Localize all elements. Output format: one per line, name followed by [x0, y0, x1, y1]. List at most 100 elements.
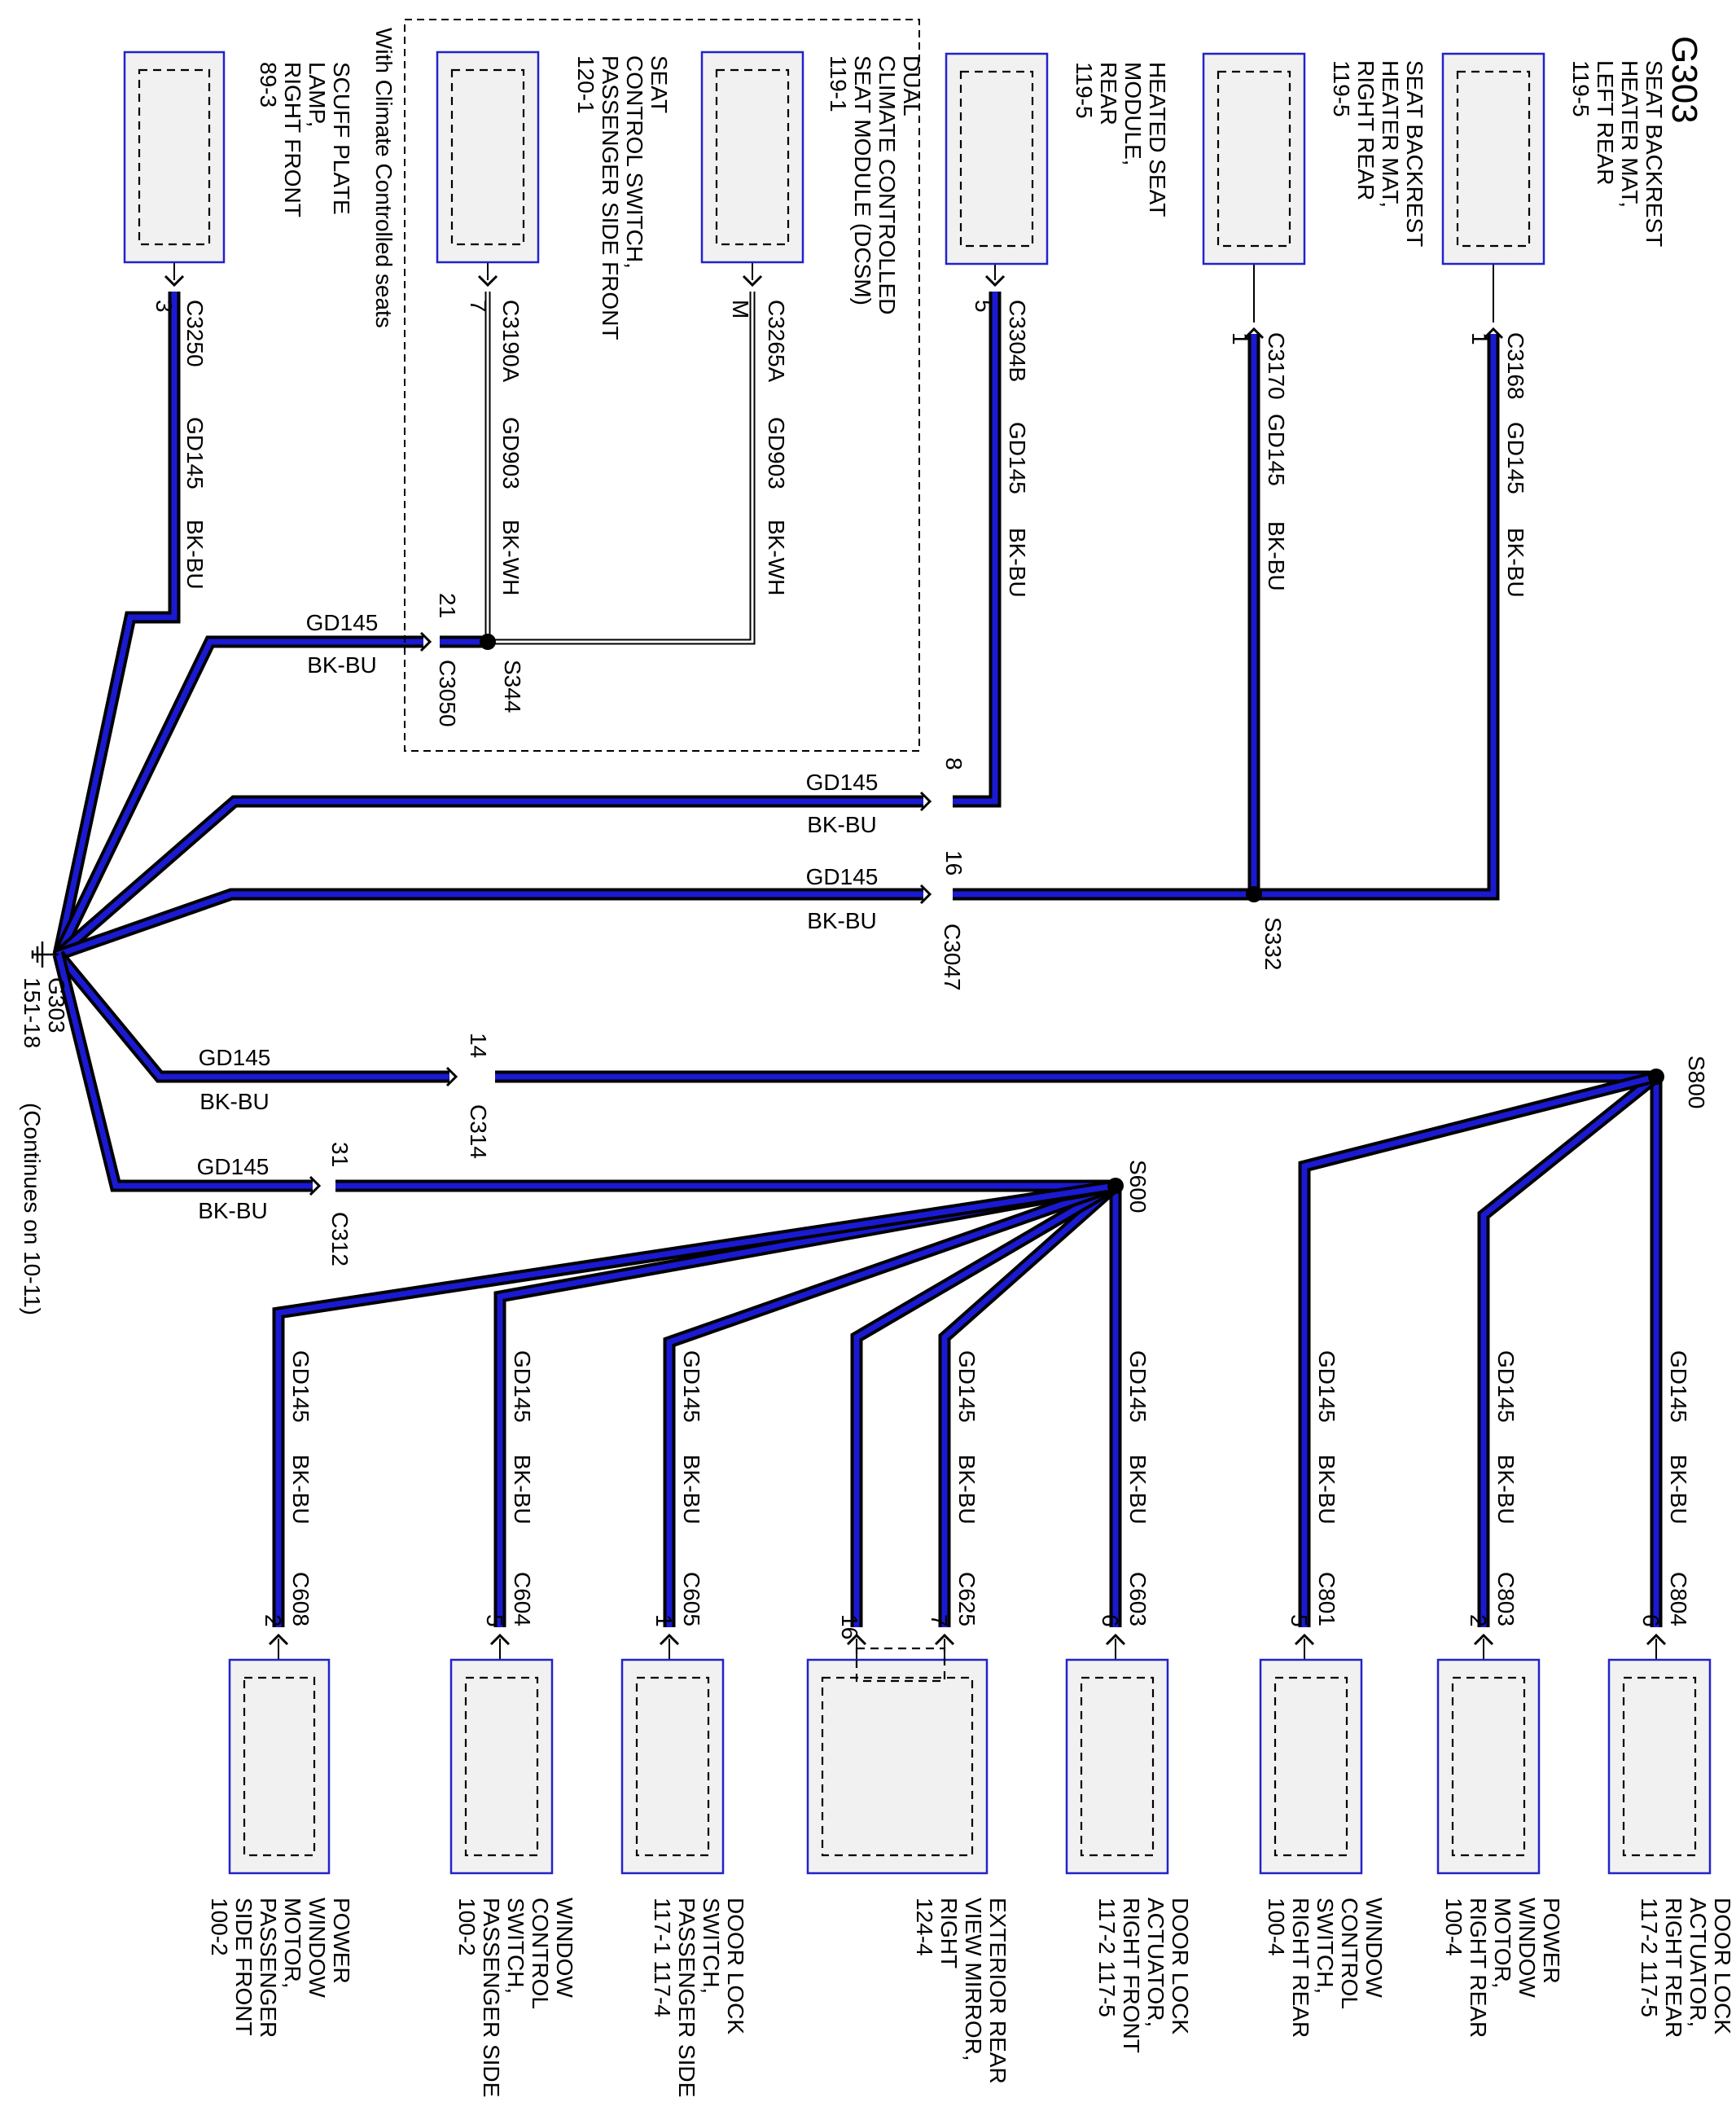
scuff-pin: 3 [151, 300, 177, 313]
climate-region-label: With Climate Controlled seats [371, 28, 397, 328]
pwm_psf-connector: C608 [288, 1572, 313, 1626]
scuff-plate-lamp-box [123, 50, 226, 264]
mirror-box [806, 1658, 989, 1875]
c3047b-wire-circuit: GD145 [806, 864, 879, 889]
mirror-connector-arrow [934, 1633, 955, 1646]
heater-mat-left-rear-box-inner [1456, 70, 1531, 248]
pwm_psf-label-line-3: PASSENGER [256, 1898, 281, 2038]
pwm_psf-wire-color: BK-BU [288, 1455, 313, 1525]
pwm_rr-connector-arrow [1473, 1633, 1494, 1646]
wcs_ps-box [449, 1658, 554, 1875]
heated-seat-module-box [945, 52, 1049, 266]
c3047b-pin: 16 [941, 850, 967, 876]
s800-splice [1648, 1069, 1664, 1085]
pwm_psf-wire-circuit: GD145 [288, 1350, 313, 1423]
heated-wire-circuit: GD145 [1005, 422, 1030, 494]
dla_rr-label-line-1: ACTUATOR, [1686, 1898, 1711, 2027]
pwm_rr-wire-circuit: GD145 [1493, 1350, 1519, 1423]
pwm_rr-box [1436, 1658, 1541, 1875]
mat-lr-connector: C3168 [1503, 332, 1528, 400]
wire-s600-c604-outline [493, 1179, 1117, 1627]
seatsw-pin: 7 [466, 300, 491, 313]
wire-c3047a-ground-outline [55, 795, 923, 959]
dcsm-connector: C3265A [764, 300, 789, 383]
dla_rf-wire-circuit: GD145 [1125, 1350, 1151, 1423]
wire-c314-ground [56, 952, 449, 1080]
wire-dcsm [488, 292, 754, 643]
dcsm-box-inner [715, 68, 790, 246]
pwm_rr-box-inner [1451, 1676, 1526, 1857]
c314-arrow [445, 1066, 458, 1087]
c312-arrow [309, 1175, 322, 1196]
c3050-arrow [419, 631, 432, 652]
dls_ps-wire-circuit: GD145 [679, 1350, 704, 1423]
pwm_psf-label-line-5: 100-2 [207, 1898, 232, 1956]
dls_ps-connector: C605 [679, 1572, 704, 1626]
mirror-pin: 7 [927, 1614, 952, 1627]
c3050-wire-color: BK-BU [307, 652, 377, 678]
dls_ps-label-line-1: SWITCH, [699, 1898, 724, 1994]
wcs_rr-label-line-1: CONTROL [1337, 1898, 1362, 2009]
wire-c312-ground [55, 954, 313, 1189]
s344-splice [480, 634, 496, 650]
dls_ps-label-line-2: PASSENGER SIDE [674, 1898, 699, 2097]
scuff-wire-circuit: GD145 [182, 417, 208, 489]
dla_rf-connector: C603 [1125, 1572, 1151, 1626]
pwm_psf-label-line-2: MOTOR, [280, 1898, 305, 1988]
wcs_ps-label-line-1: CONTROL [528, 1898, 553, 2009]
c3047a-arrow [919, 791, 932, 812]
climate-seats-region [404, 19, 920, 752]
pwm_psf-box-inner [243, 1676, 316, 1857]
dcsm-label-line-3: 119-1 [826, 55, 851, 112]
c3050-wire-circuit: GD145 [306, 610, 379, 635]
pwm_rr-connector: C803 [1493, 1572, 1519, 1626]
seat-switch-label-line-1: CONTROL SWITCH, [622, 55, 647, 269]
wire-c3047a-ground [56, 798, 923, 957]
mirror-pin-bridge [855, 1647, 946, 1683]
mat-rr-wire-circuit: GD145 [1264, 414, 1289, 486]
dcsm-pin: M [728, 300, 753, 318]
wire-mat-lr [1254, 334, 1497, 898]
wire-c3050-ground [55, 639, 423, 956]
wcs_rr-pin: 5 [1287, 1614, 1312, 1627]
c314-wire-color: BK-BU [199, 1089, 270, 1114]
wcs_rr-label-line-2: SWITCH, [1313, 1898, 1338, 1994]
dls_ps-pin: 1 [651, 1614, 677, 1627]
dla_rf-wire-color: BK-BU [1125, 1455, 1151, 1525]
dls_ps-label-line-0: DOOR LOCK [723, 1898, 748, 2034]
mirror-wire-circuit: GD145 [954, 1350, 980, 1423]
dla_rr-label-line-0: DOOR LOCK [1710, 1898, 1735, 2034]
scuff-plate-lamp-box-inner [138, 68, 211, 246]
scuff-label-line-3: 89-3 [256, 62, 281, 108]
mat-rr-pin: 1 [1228, 332, 1253, 345]
wire-s600-mirror16-outline [850, 1180, 1119, 1627]
s600-label: S600 [1125, 1160, 1151, 1213]
dla_rr-label-line-2: RIGHT REAR [1661, 1898, 1686, 2038]
s600-splice [1107, 1178, 1124, 1194]
wire-s600-c625 [941, 1183, 1118, 1627]
mat-rr-label-line-0: SEAT BACKREST [1402, 60, 1427, 247]
dcsm-label-line-1: CLIMATE CONTROLLED [875, 55, 900, 314]
c312-pin: 31 [327, 1142, 353, 1167]
dla_rr-connector-arrow [1646, 1633, 1667, 1646]
pwm_psf-label-line-4: SIDE FRONT [231, 1898, 256, 2036]
mat-lr-wire-circuit: GD145 [1503, 422, 1528, 494]
wcs_rr-box [1259, 1658, 1363, 1875]
wire-c3047b-ground [57, 891, 923, 958]
mat-lr-label-line-2: LEFT REAR [1593, 60, 1618, 186]
wire-c312-ground-outline [52, 953, 313, 1192]
s344-label: S344 [500, 660, 525, 713]
mirror-wire-color: BK-BU [954, 1455, 980, 1525]
pwm_rr-wire-color: BK-BU [1493, 1455, 1519, 1525]
pwm_psf-box [228, 1658, 331, 1875]
pwm_rr-pin: 2 [1466, 1614, 1491, 1627]
wire-s600-c608 [275, 1183, 1116, 1627]
c312-wire-color: BK-BU [198, 1198, 268, 1223]
dla_rr-box [1607, 1658, 1712, 1875]
dla_rr-connector: C804 [1666, 1572, 1691, 1626]
seatsw-wire-color: BK-WH [498, 520, 524, 595]
wire-heated [953, 292, 998, 805]
pwm_rr-label-line-2: MOTOR, [1490, 1898, 1515, 1988]
mirror-label-line-2: RIGHT [936, 1898, 962, 1968]
